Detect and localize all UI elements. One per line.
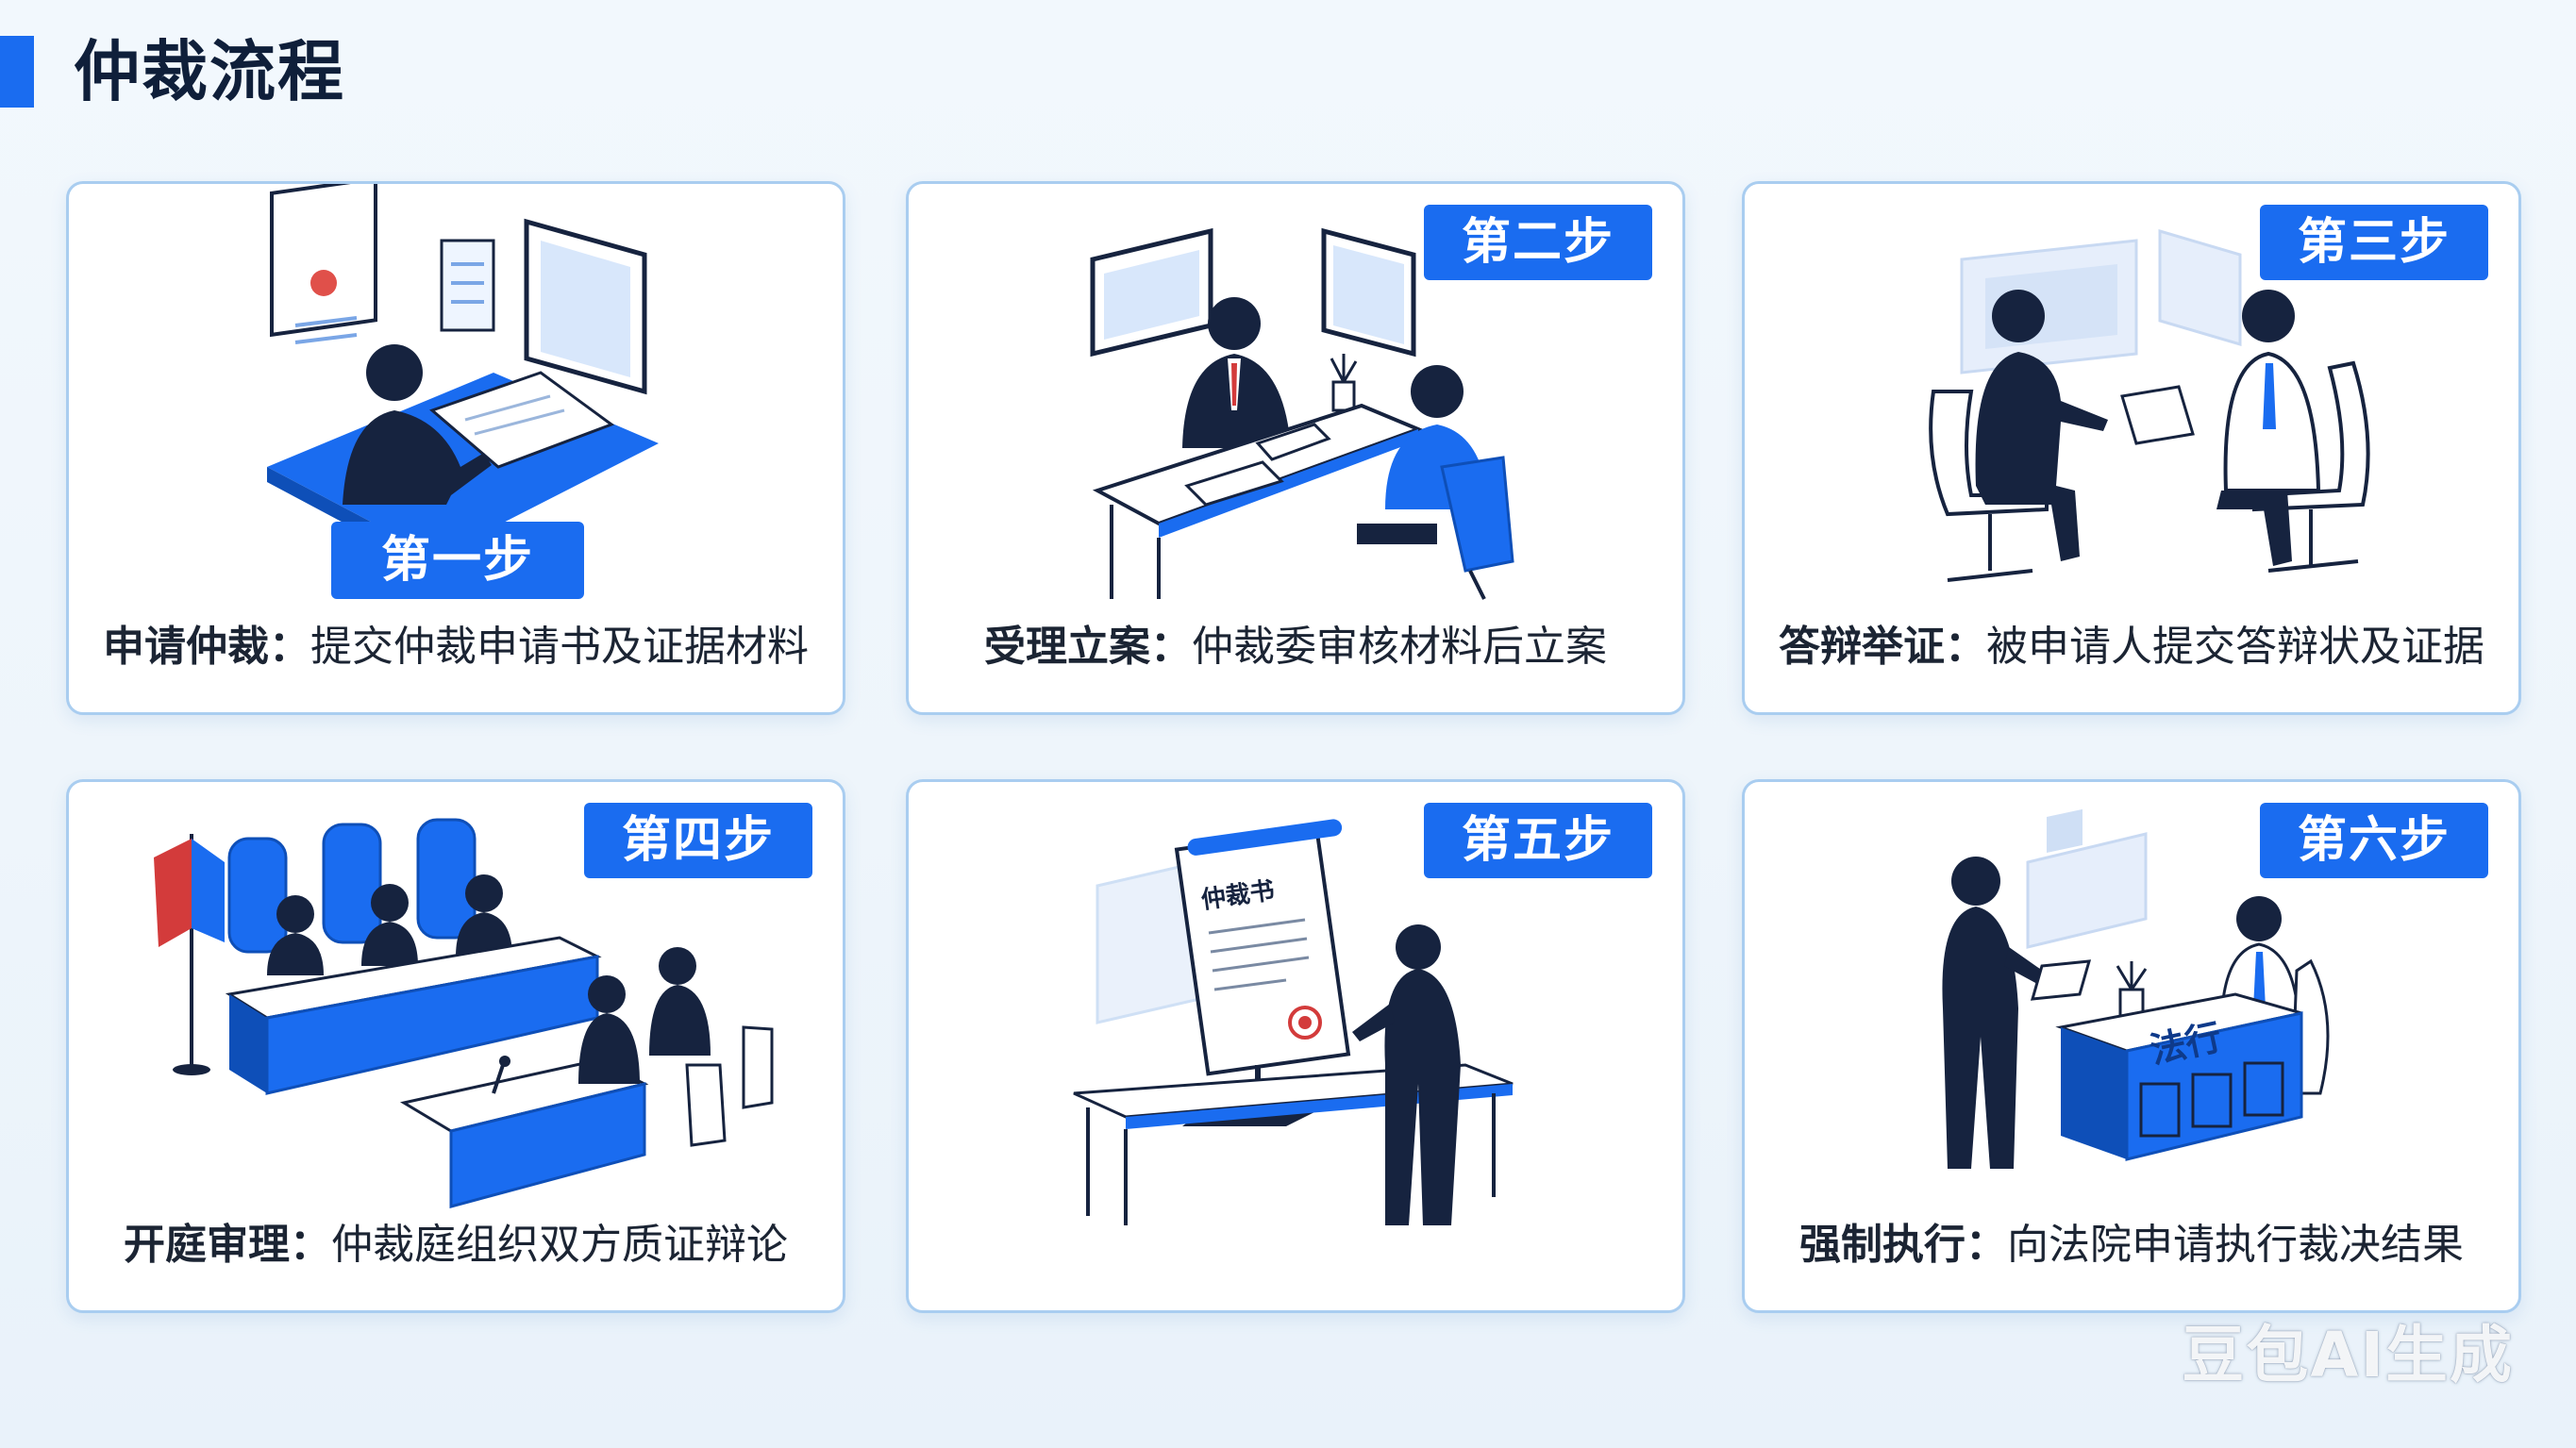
step-card-6: 法行 第六步 强制执行：向法院申请执行裁决结果: [1742, 779, 2521, 1313]
step-badge-1: 第一步: [331, 522, 584, 599]
ai-generated-watermark: 豆包AI生成: [2182, 1305, 2514, 1395]
step-text-2: 仲裁委审核材料后立案: [1192, 623, 1607, 671]
step-description-4: 开庭审理：仲裁庭组织双方质证辩论: [69, 1210, 843, 1271]
step-text-3: 被申请人提交答辩状及证据: [1986, 623, 2484, 671]
step-badge-2: 第二步: [1424, 205, 1652, 280]
step-text-1: 提交仲裁申请书及证据材料: [310, 623, 809, 671]
step-card-5: 仲裁书 第五步: [906, 779, 1685, 1313]
step-card-4: 第四步 开庭审理：仲裁庭组织双方质证辩论: [66, 779, 845, 1313]
step-description-2: 受理立案：仲裁委审核材料后立案: [909, 612, 1682, 673]
step-badge-5: 第五步: [1424, 803, 1652, 878]
step-badge-4: 第四步: [584, 803, 812, 878]
step-badge-6: 第六步: [2260, 803, 2488, 878]
step-description-3: 答辩举证：被申请人提交答辩状及证据: [1745, 612, 2518, 673]
step-label-3: 答辩举证：: [1779, 623, 1986, 671]
step-label-2: 受理立案：: [984, 623, 1192, 671]
step-card-3: 第三步 答辩举证：被申请人提交答辩状及证据: [1742, 181, 2521, 715]
step-badge-3: 第三步: [2260, 205, 2488, 280]
step-text-6: 向法院申请执行裁决结果: [2007, 1221, 2464, 1269]
step-card-2: 第二步 受理立案：仲裁委审核材料后立案: [906, 181, 1685, 715]
page-title: 仲裁流程: [74, 26, 345, 117]
step-description-6: 强制执行：向法院申请执行裁决结果: [1745, 1210, 2518, 1271]
step-card-1: 第一步 申请仲裁：提交仲裁申请书及证据材料: [66, 181, 845, 715]
step-label-1: 申请仲裁：: [103, 623, 310, 671]
title-accent-bar: [0, 36, 34, 108]
step-text-4: 仲裁庭组织双方质证辩论: [331, 1221, 788, 1269]
step-label-4: 开庭审理：: [124, 1221, 331, 1269]
step-label-6: 强制执行：: [1799, 1221, 2007, 1269]
step-description-1: 申请仲裁：提交仲裁申请书及证据材料: [69, 612, 843, 673]
